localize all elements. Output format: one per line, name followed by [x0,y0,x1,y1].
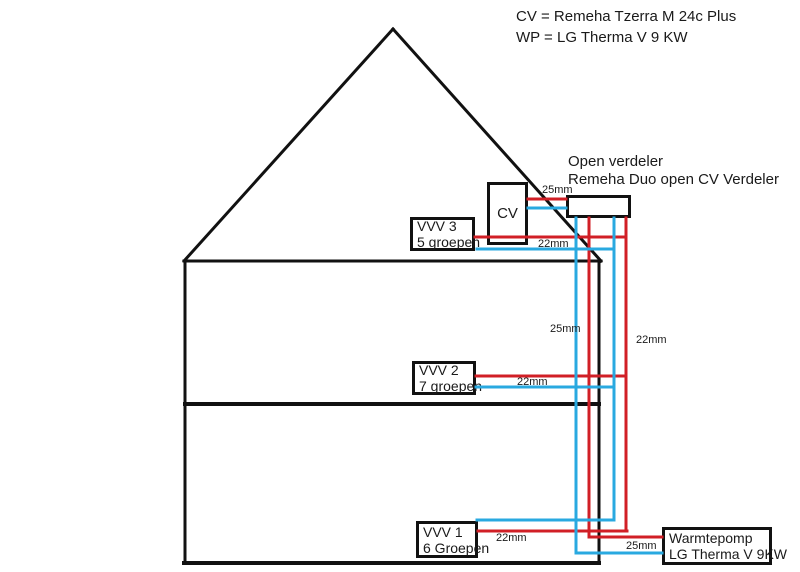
pipe-warmtepomp-supply [587,216,664,539]
cv-boiler-box: CV [487,182,528,245]
vvv1-manifold-box: VVV 1 6 Groepen [416,521,490,558]
label-25mm-riser: 25mm [550,323,581,335]
label-22mm-vvv1: 22mm [496,532,527,544]
legend-cv: CV = Remeha Tzerra M 24c Plus [516,8,737,25]
open-verdeler-box [566,195,631,218]
vvv1-groups: 6 Groepen [423,539,490,556]
label-22mm-vvv3: 22mm [538,238,569,250]
legend-wp: WP = LG Therma V 9 KW [516,29,688,46]
vvv2-manifold-box: VVV 2 7 groepen [412,361,483,395]
label-25mm-wp: 25mm [626,540,657,552]
label-22mm-riser: 22mm [636,334,667,346]
cv-boiler-label: CV [497,204,518,222]
vvv2-groups: 7 groepen [419,378,483,394]
pipe-warmtepomp-return [574,216,664,555]
open-verdeler-subtitle: Remeha Duo open CV Verdeler [568,171,779,188]
vvv2-name: VVV 2 [419,362,459,378]
vvv3-groups: 5 groepen [417,234,481,250]
warmtepomp-name: Warmtepomp [669,530,753,546]
label-22mm-vvv2: 22mm [517,376,548,388]
warmtepomp-box: Warmtepomp LG Therma V 9KW [662,527,788,565]
vvv3-manifold-box: VVV 3 5 groepen [410,217,481,251]
roof-left-line [181,26,396,264]
label-25mm-cv: 25mm [542,184,573,196]
warmtepomp-model: LG Therma V 9KW [669,546,788,562]
vvv3-name: VVV 3 [417,218,457,234]
vvv1-name: VVV 1 [423,523,463,540]
